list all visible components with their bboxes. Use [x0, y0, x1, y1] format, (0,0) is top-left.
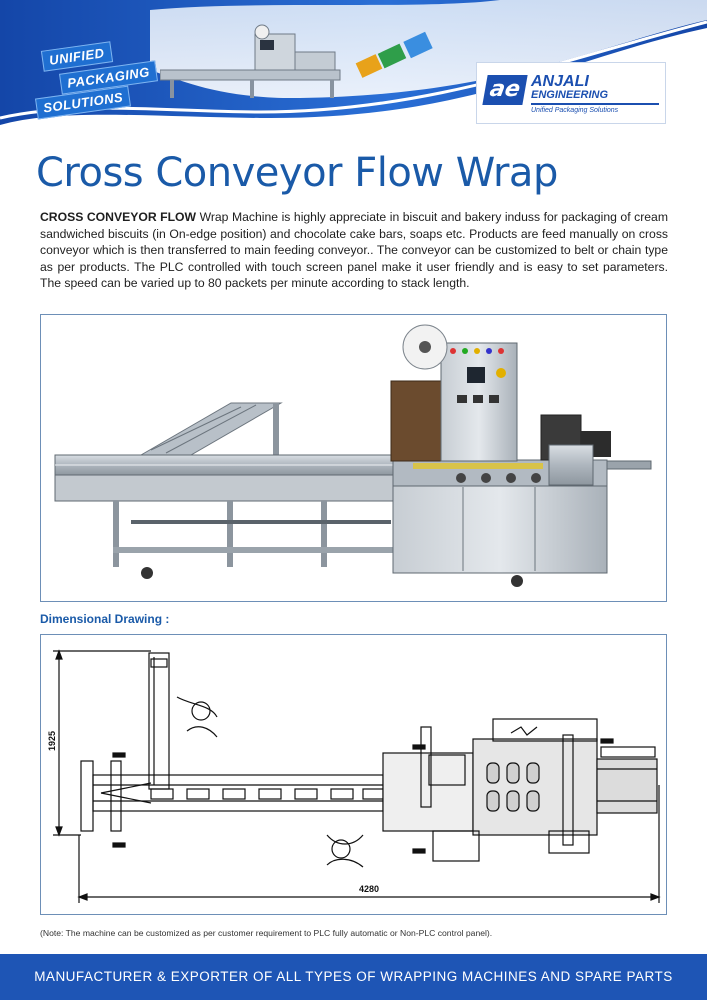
logo-divider: [531, 103, 659, 105]
intro-lead: CROSS CONVEYOR FLOW: [40, 210, 197, 224]
logo-mark-icon: ae: [482, 75, 528, 105]
header-packets-image: [355, 31, 433, 78]
intro-body: Wrap Machine is highly appreciate in bis…: [40, 210, 668, 290]
intro-paragraph: CROSS CONVEYOR FLOW Wrap Machine is high…: [40, 209, 668, 292]
company-logo: ae ANJALI ENGINEERING Unified Packaging …: [476, 62, 666, 124]
dimensional-drawing-image: 1925 4280: [47, 649, 661, 903]
length-dimension-text: 4280: [359, 884, 379, 894]
customization-note: (Note: The machine can be customized as …: [40, 928, 493, 938]
machine-photo-image: [54, 324, 652, 587]
machine-photo-frame: [40, 314, 667, 602]
footer-text: MANUFACTURER & EXPORTER OF ALL TYPES OF …: [34, 969, 673, 984]
page-title: Cross Conveyor Flow Wrap: [36, 150, 558, 196]
dimensional-drawing-frame: 1925 4280: [40, 634, 667, 915]
tagline-badge: UNIFIED PACKAGING SOLUTIONS: [28, 40, 168, 130]
header-banner: UNIFIED PACKAGING SOLUTIONS ae ANJALI EN…: [0, 0, 707, 135]
header-machine-image: [160, 24, 341, 98]
logo-name: ANJALI: [531, 73, 589, 90]
logo-tagline: Unified Packaging Solutions: [531, 107, 619, 114]
logo-subname: ENGINEERING: [531, 89, 609, 101]
footer-band: MANUFACTURER & EXPORTER OF ALL TYPES OF …: [0, 954, 707, 1000]
drawing-section-label: Dimensional Drawing :: [40, 612, 170, 626]
height-dimension-text: 1925: [47, 731, 57, 751]
